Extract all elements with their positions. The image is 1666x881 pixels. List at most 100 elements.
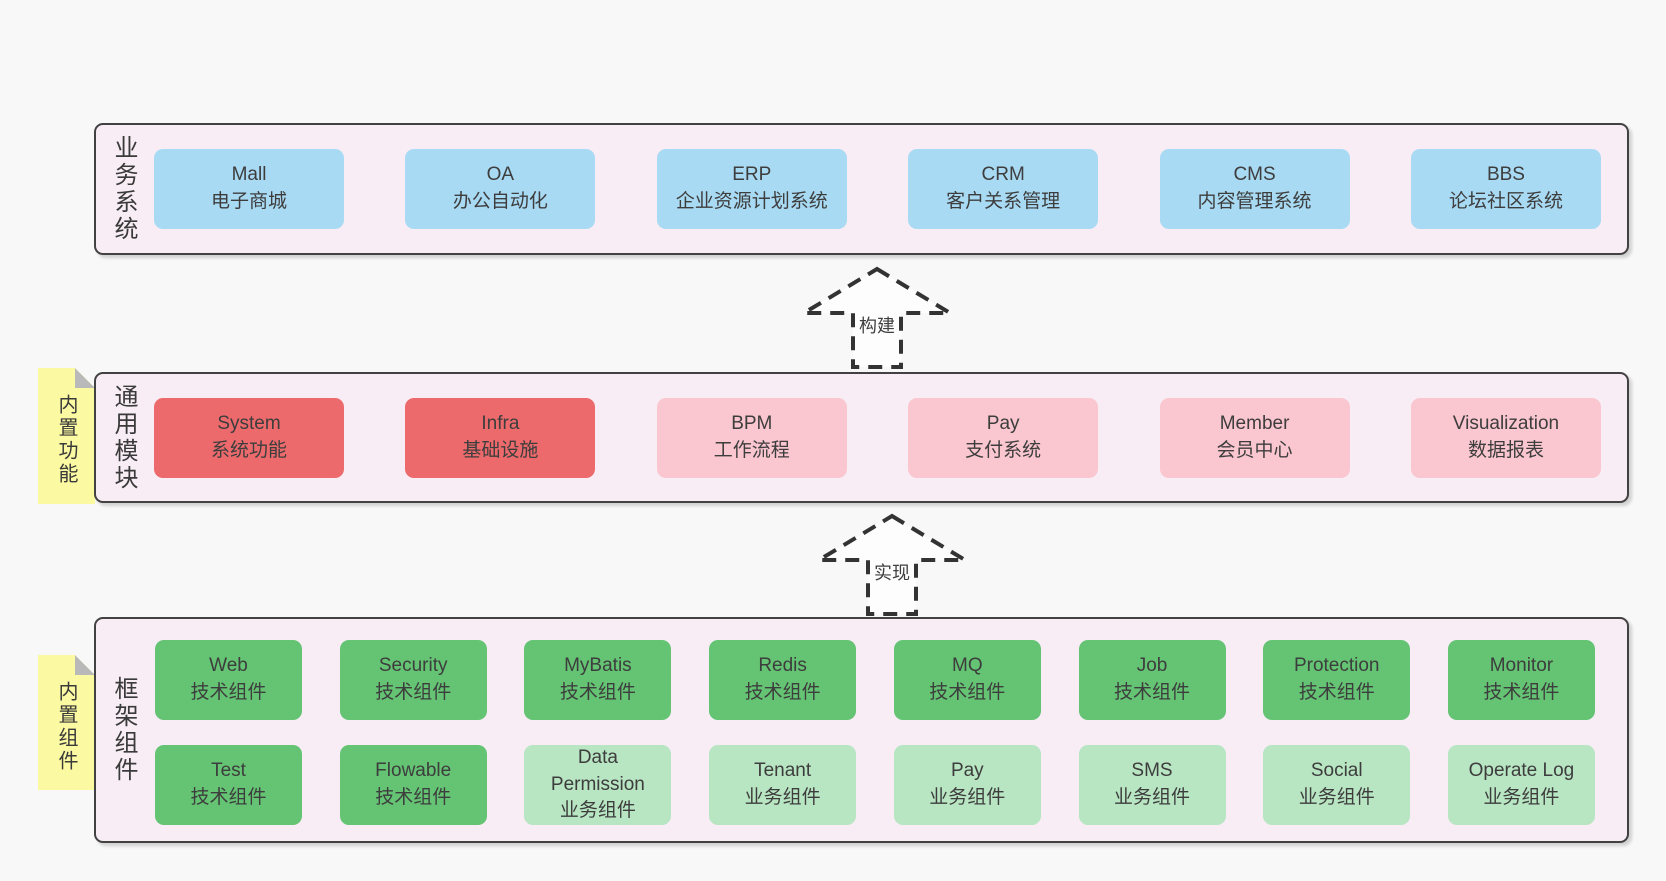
box-subtitle: 技术组件 bbox=[190, 787, 267, 808]
box-title: Test bbox=[211, 760, 246, 782]
sticky-note-built-in-components: 内置组件 bbox=[38, 655, 95, 790]
box-subtitle: 系统功能 bbox=[210, 439, 287, 461]
box-title: Pay bbox=[950, 760, 984, 782]
box-mall: Mall 电子商城 bbox=[154, 149, 344, 229]
box-subtitle: 工作流程 bbox=[713, 439, 790, 461]
box-title: OA bbox=[486, 164, 515, 186]
box-redis: Redis 技术组件 bbox=[709, 640, 857, 720]
box-subtitle: 支付系统 bbox=[965, 439, 1042, 461]
box-subtitle: 会员中心 bbox=[1216, 439, 1293, 461]
box-subtitle: 客户关系管理 bbox=[946, 191, 1061, 212]
box-title: Flowable bbox=[375, 760, 452, 782]
common-modules-row: System 系统功能 Infra 基础设施 BPM 工作流程 Pay 支付系统… bbox=[154, 374, 1601, 501]
box-data-permission: Data Permission 业务组件 bbox=[524, 745, 672, 825]
box-subtitle: 业务组件 bbox=[929, 787, 1006, 808]
box-subtitle: 技术组件 bbox=[1114, 682, 1191, 703]
box-subtitle: 内容管理系统 bbox=[1197, 191, 1312, 212]
box-subtitle: 技术组件 bbox=[744, 682, 821, 703]
box-subtitle: 电子商城 bbox=[210, 191, 287, 212]
arrow-label-implement: 实现 bbox=[870, 558, 914, 586]
box-title: MyBatis bbox=[564, 655, 632, 677]
box-title: Protection bbox=[1293, 655, 1380, 677]
arrow-up-build: 构建 bbox=[796, 265, 958, 371]
box-security: Security 技术组件 bbox=[339, 640, 487, 720]
box-title: Mall bbox=[231, 164, 267, 186]
box-subtitle: 技术组件 bbox=[190, 682, 267, 703]
layer-label-framework-components: 框架组件 bbox=[110, 676, 137, 784]
box-title: Security bbox=[378, 655, 448, 677]
box-title: Visualization bbox=[1452, 412, 1560, 434]
framework-components-row-2: Test 技术组件 Flowable 技术组件 Data Permission … bbox=[155, 745, 1595, 825]
box-erp: ERP 企业资源计划系统 bbox=[656, 149, 847, 229]
box-protection: Protection 技术组件 bbox=[1263, 640, 1411, 720]
folded-corner-icon bbox=[75, 368, 95, 388]
box-mq: MQ 技术组件 bbox=[893, 640, 1041, 720]
box-bbs: BBS 论坛社区系统 bbox=[1410, 149, 1601, 229]
box-oa: OA 办公自动化 bbox=[405, 149, 596, 229]
box-title: CRM bbox=[981, 164, 1025, 186]
box-pay-component: Pay 业务组件 bbox=[893, 745, 1041, 825]
box-subtitle: 技术组件 bbox=[929, 682, 1006, 703]
layer-framework-components: 框架组件 Web 技术组件 Security 技术组件 MyBatis 技术组件… bbox=[94, 617, 1629, 843]
layer-label-business-systems: 业务系统 bbox=[110, 135, 137, 243]
box-title: Web bbox=[209, 655, 248, 677]
box-infra: Infra 基础设施 bbox=[405, 397, 596, 478]
box-social: Social 业务组件 bbox=[1263, 745, 1411, 825]
box-subtitle: 技术组件 bbox=[375, 682, 452, 703]
box-title: Social bbox=[1310, 760, 1363, 782]
sticky-note-built-in-functions: 内置功能 bbox=[38, 368, 95, 504]
box-title: Operate Log bbox=[1468, 760, 1575, 782]
box-subtitle: 技术组件 bbox=[1298, 682, 1375, 703]
box-job: Job 技术组件 bbox=[1078, 640, 1226, 720]
business-systems-row: Mall 电子商城 OA 办公自动化 ERP 企业资源计划系统 CRM 客户关系… bbox=[154, 125, 1601, 253]
box-subtitle: 企业资源计划系统 bbox=[675, 191, 828, 212]
arrow-label-build: 构建 bbox=[855, 311, 899, 339]
arrow-up-implement: 实现 bbox=[811, 512, 973, 618]
box-title: Member bbox=[1219, 412, 1290, 434]
box-title: ERP bbox=[732, 164, 772, 186]
box-title: BBS bbox=[1486, 164, 1525, 186]
box-title: System bbox=[217, 412, 281, 434]
box-test: Test 技术组件 bbox=[155, 745, 302, 825]
box-title: Data Permission bbox=[550, 746, 645, 795]
layer-business-systems: 业务系统 Mall 电子商城 OA 办公自动化 ERP 企业资源计划系统 CRM… bbox=[94, 123, 1629, 255]
box-mybatis: MyBatis 技术组件 bbox=[524, 640, 672, 720]
box-tenant: Tenant 业务组件 bbox=[709, 745, 857, 825]
layer-label-common-modules: 通用模块 bbox=[110, 383, 137, 492]
box-subtitle: 基础设施 bbox=[462, 439, 539, 461]
box-flowable: Flowable 技术组件 bbox=[339, 745, 487, 825]
box-title: Infra bbox=[481, 412, 520, 434]
box-subtitle: 业务组件 bbox=[1298, 787, 1375, 808]
box-title: Tenant bbox=[754, 760, 812, 782]
box-subtitle: 办公自动化 bbox=[452, 191, 548, 212]
box-title: Job bbox=[1136, 655, 1168, 677]
box-subtitle: 业务组件 bbox=[1114, 787, 1191, 808]
box-title: SMS bbox=[1131, 760, 1173, 782]
box-title: BPM bbox=[731, 412, 773, 434]
sticky-note-label: 内置功能 bbox=[55, 394, 77, 486]
box-subtitle: 技术组件 bbox=[559, 682, 636, 703]
sticky-note-label: 内置组件 bbox=[55, 680, 77, 773]
box-subtitle: 业务组件 bbox=[744, 787, 821, 808]
box-title: Pay bbox=[986, 412, 1020, 434]
box-subtitle: 业务组件 bbox=[1483, 787, 1560, 808]
box-subtitle: 业务组件 bbox=[559, 800, 636, 822]
box-crm: CRM 客户关系管理 bbox=[908, 149, 1099, 229]
box-subtitle: 数据报表 bbox=[1467, 439, 1544, 461]
box-system: System 系统功能 bbox=[154, 397, 344, 478]
box-title: Monitor bbox=[1489, 655, 1554, 677]
framework-components-row-1: Web 技术组件 Security 技术组件 MyBatis 技术组件 Redi… bbox=[155, 640, 1595, 720]
box-visualization: Visualization 数据报表 bbox=[1410, 397, 1601, 478]
box-title: MQ bbox=[952, 655, 983, 677]
box-bpm: BPM 工作流程 bbox=[656, 397, 847, 478]
box-member: Member 会员中心 bbox=[1159, 397, 1350, 478]
box-cms: CMS 内容管理系统 bbox=[1159, 149, 1350, 229]
box-subtitle: 技术组件 bbox=[1483, 682, 1560, 703]
box-monitor: Monitor 技术组件 bbox=[1447, 640, 1595, 720]
box-subtitle: 论坛社区系统 bbox=[1448, 191, 1563, 212]
box-web: Web 技术组件 bbox=[155, 640, 302, 720]
layer-common-modules: 通用模块 System 系统功能 Infra 基础设施 BPM 工作流程 Pay… bbox=[94, 372, 1629, 503]
box-subtitle: 技术组件 bbox=[375, 787, 452, 808]
box-sms: SMS 业务组件 bbox=[1078, 745, 1226, 825]
